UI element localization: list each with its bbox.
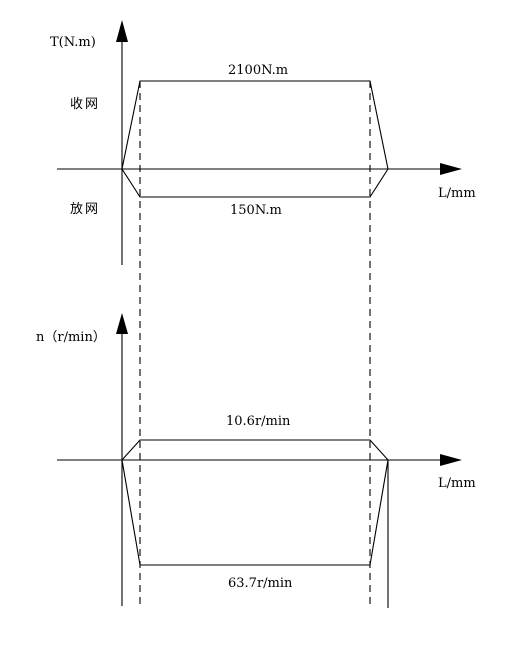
bottom-lower-trapezoid xyxy=(121,459,389,566)
top-y-axis-label: T(N.m) xyxy=(50,35,96,50)
top-upper-value-label: 2100N.m xyxy=(228,63,288,78)
top-upper-trapezoid xyxy=(121,80,389,170)
bottom-lower-value-label: 63.7r/min xyxy=(228,576,293,591)
bottom-upper-trapezoid xyxy=(121,439,389,461)
top-x-axis-arrow xyxy=(440,163,462,175)
top-lower-value-label: 150N.m xyxy=(230,203,282,218)
bottom-x-axis-label: L/mm xyxy=(438,476,476,491)
bottom-x-axis-arrow xyxy=(440,454,462,466)
bottom-y-axis-arrow xyxy=(116,313,128,334)
top-x-axis-label: L/mm xyxy=(438,186,476,201)
top-y-axis-arrow xyxy=(116,20,128,42)
top-lower-trapezoid xyxy=(121,168,389,198)
bottom-upper-value-label: 10.6r/min xyxy=(226,414,291,429)
top-lower-region-label: 放网 xyxy=(70,202,100,217)
bottom-y-axis-label: n（r/min） xyxy=(36,330,106,345)
top-upper-region-label: 收网 xyxy=(70,97,100,112)
